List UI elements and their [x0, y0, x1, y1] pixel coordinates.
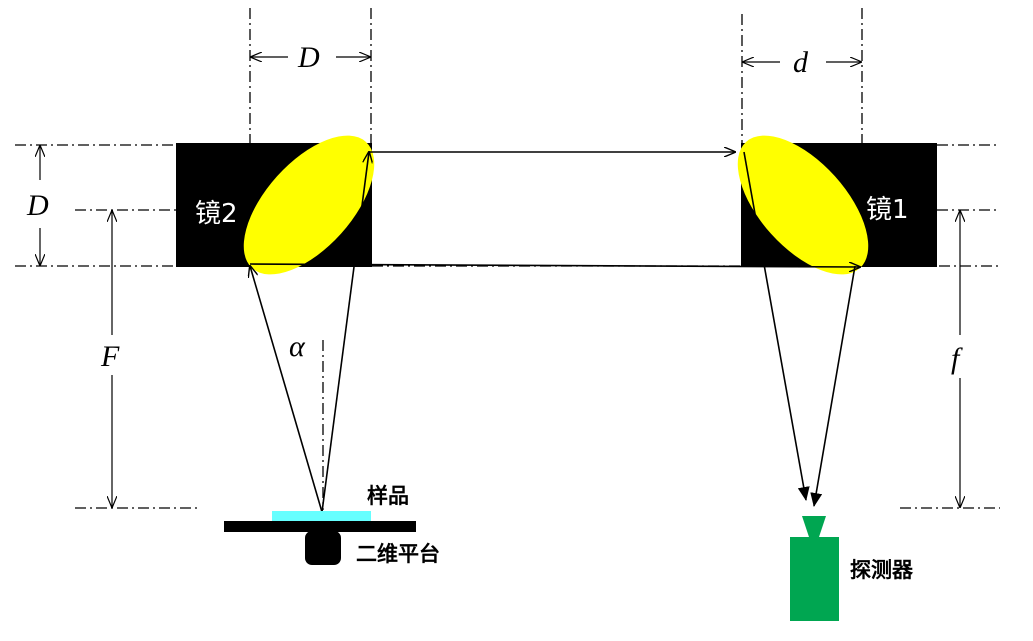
detector-label: 探测器	[850, 558, 914, 582]
stage-plate	[224, 521, 416, 532]
dim-D-top-label: D	[297, 41, 320, 74]
ray-sample-to-mirror2-left	[250, 266, 323, 513]
sample	[272, 511, 371, 521]
mirror2-label: 镜2	[195, 199, 238, 229]
mirror1-reflector	[737, 135, 869, 275]
mirror2-reflector	[243, 135, 375, 275]
beam-bottom	[249, 264, 860, 267]
angle-alpha-label: α	[289, 330, 306, 363]
stage-post	[305, 531, 341, 565]
ray-mirror1-to-detector-right	[810, 265, 856, 507]
mirror1-label: 镜1	[866, 195, 909, 225]
detector-nozzle	[802, 516, 826, 537]
dim-D-left-label: D	[26, 189, 49, 222]
sample-label: 样品	[367, 484, 409, 508]
stage-label: 二维平台	[356, 542, 440, 566]
dim-d-top-label: d	[793, 46, 809, 79]
dim-f-label: f	[951, 342, 963, 375]
ray-sample-to-mirror2-right	[321, 152, 369, 513]
ray-mirror1-to-detector-left	[743, 151, 810, 501]
dim-F-label: F	[100, 340, 120, 373]
detector-body	[790, 537, 839, 621]
